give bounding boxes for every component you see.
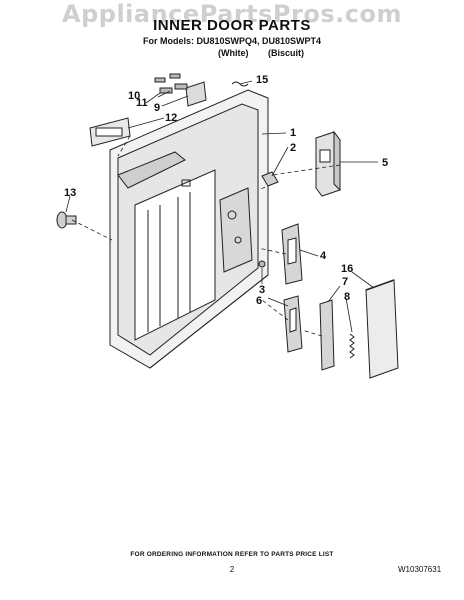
callout-7: 7: [342, 276, 348, 288]
parts-10-11-screws: [154, 73, 188, 94]
callout-6: 6: [256, 295, 262, 307]
part-7-arm: [319, 299, 335, 371]
document-number: W10307631: [398, 565, 442, 574]
part-9-vent: [185, 81, 207, 107]
page-title: INNER DOOR PARTS: [153, 17, 311, 34]
variant-white: (White): [218, 48, 249, 58]
part-4-hinge: [281, 223, 303, 285]
part-12-handle: [89, 117, 131, 147]
part-3-screw: [258, 260, 266, 268]
callout-4: 4: [320, 250, 327, 262]
callout-2: 2: [290, 142, 296, 154]
callout-9: 9: [154, 102, 160, 114]
callout-8: 8: [344, 291, 350, 303]
ordering-note: FOR ORDERING INFORMATION REFER TO PARTS …: [130, 551, 334, 558]
site-watermark: AppliancePartsPros.com: [62, 0, 402, 28]
models-line: For Models: DU810SWPQ4, DU810SWPT4: [142, 36, 322, 46]
callout-1: 1: [290, 127, 296, 139]
callout-3: 3: [259, 284, 265, 296]
part-16-side-panel: [365, 279, 399, 379]
callout-16: 16: [341, 263, 353, 275]
leader-lines: [71, 135, 341, 337]
inner-door-panel: [109, 89, 269, 369]
callout-10: 10: [128, 90, 140, 102]
callout-13: 13: [64, 187, 76, 199]
variant-biscuit: (Biscuit): [268, 48, 304, 58]
callout-5: 5: [382, 157, 388, 169]
part-13-knob: [56, 211, 77, 229]
part-5-bracket: [315, 130, 341, 197]
part-6-hinge: [283, 295, 303, 353]
page-number: 2: [229, 565, 235, 574]
callout-11: 11: [136, 97, 148, 109]
callout-leaders: [65, 80, 378, 333]
callout-15: 15: [256, 74, 268, 86]
part-8-spring: [349, 333, 355, 359]
callout-12: 12: [165, 112, 177, 124]
